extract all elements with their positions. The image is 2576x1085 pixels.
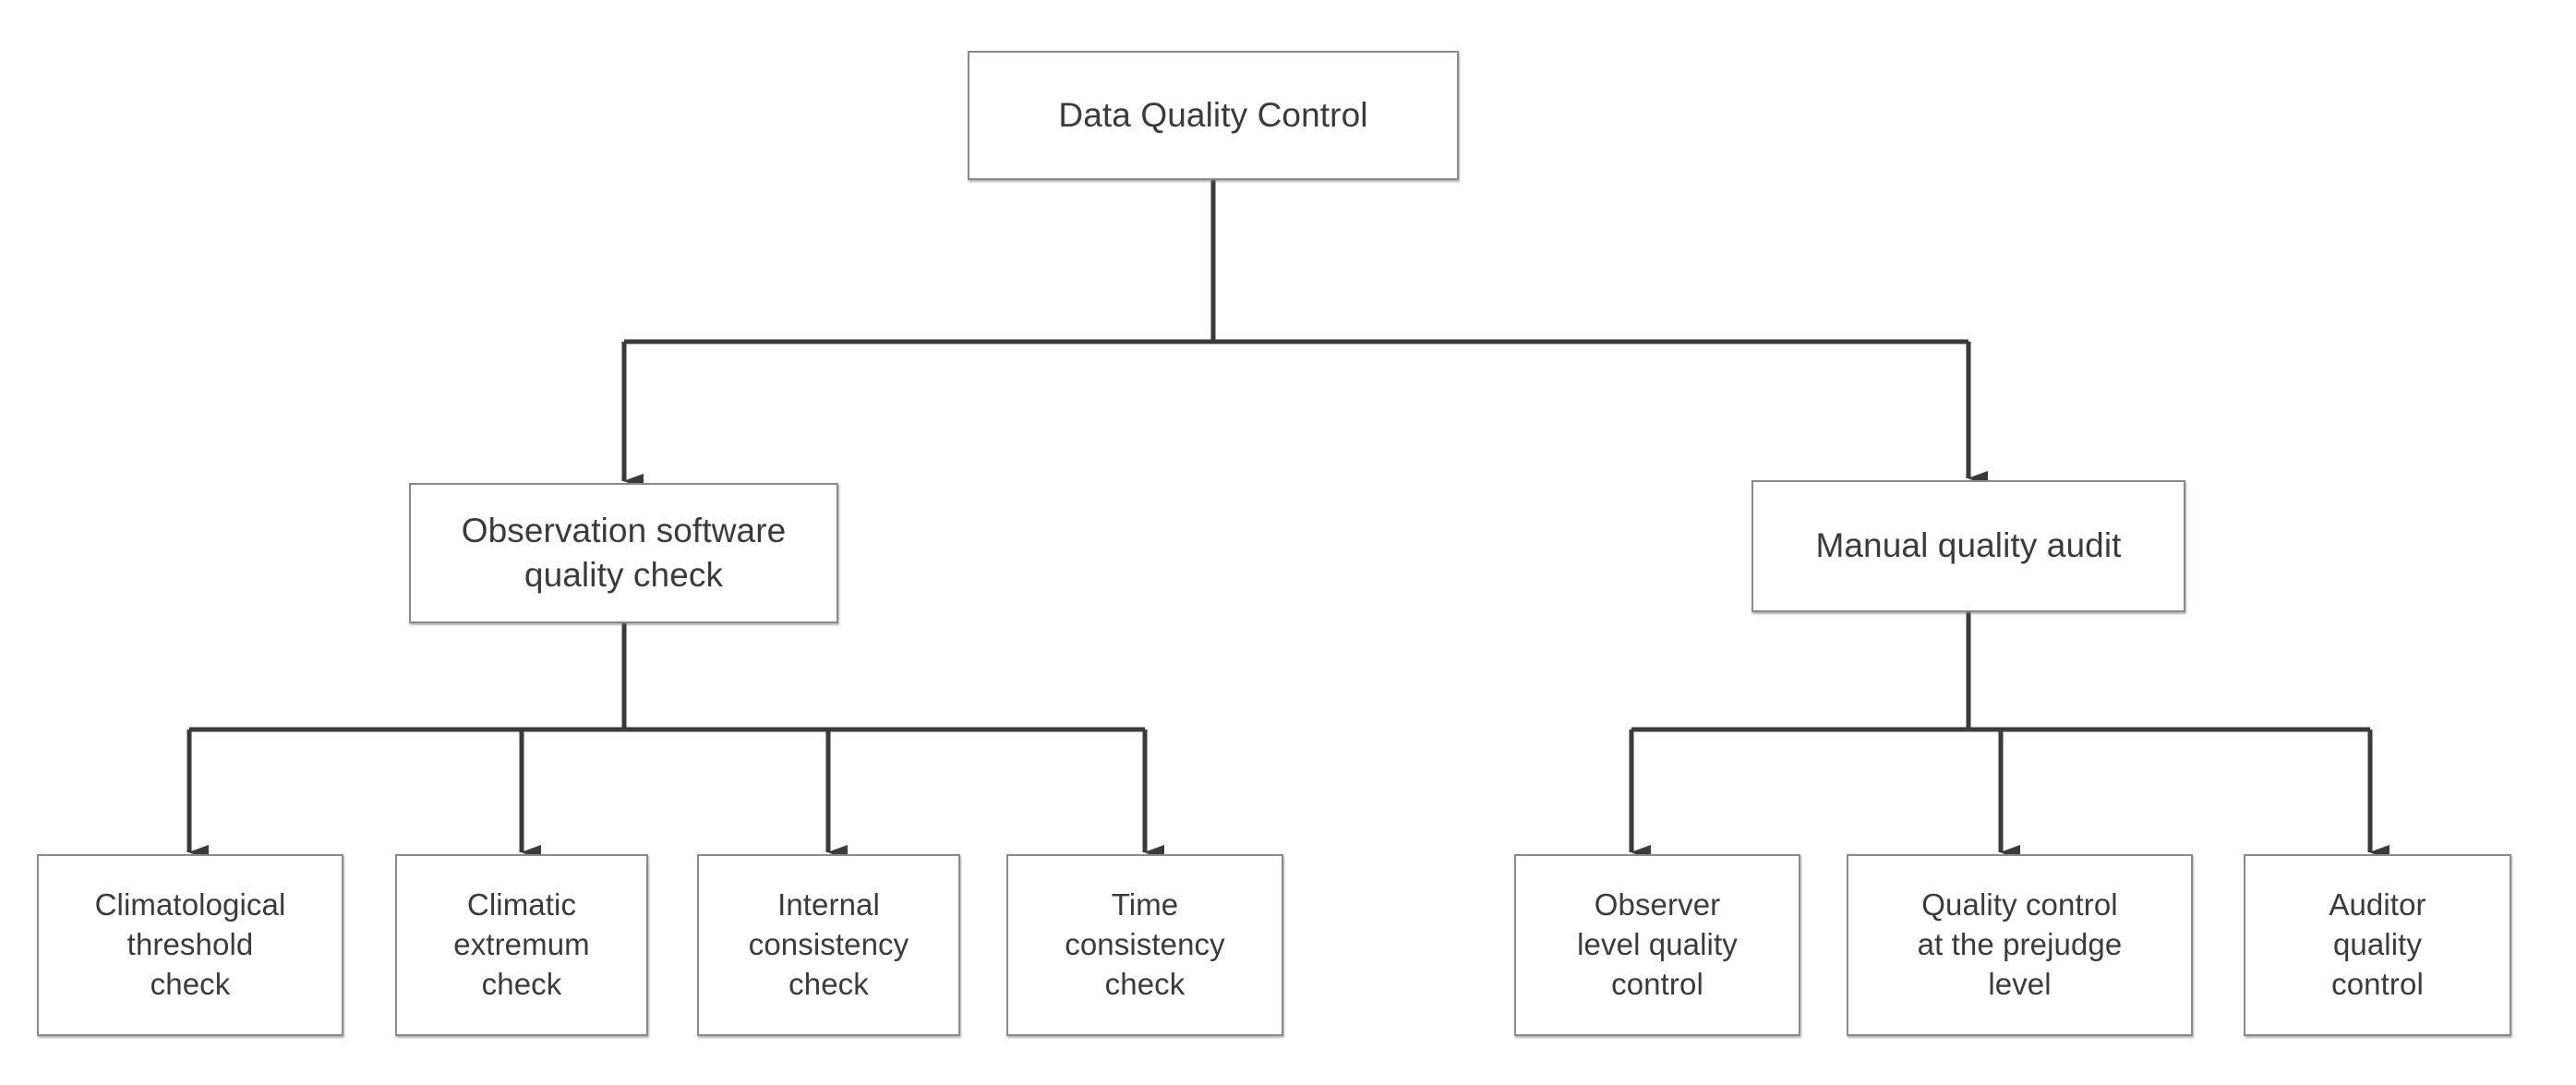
node-label: Auditor quality control <box>2329 887 2426 1001</box>
node-label: Climatological threshold check <box>94 887 286 1001</box>
node-label: Climatic extremum check <box>453 887 590 1001</box>
node-label: Internal consistency check <box>748 887 909 1001</box>
node-label: Manual quality audit <box>1815 526 2122 565</box>
node-manual-quality-audit[interactable]: Manual quality audit <box>1751 480 2185 612</box>
node-observer-level-quality-control[interactable]: Observer level quality control <box>1514 854 1800 1036</box>
node-label: Observer level quality control <box>1577 887 1738 1001</box>
node-label: Data Quality Control <box>1058 95 1368 134</box>
node-label: Time consistency check <box>1065 887 1225 1001</box>
node-time-consistency-check[interactable]: Time consistency check <box>1006 854 1283 1036</box>
node-data-quality-control[interactable]: Data Quality Control <box>968 51 1459 180</box>
node-label: Quality control at the prejudge level <box>1917 887 2123 1001</box>
node-label: Observation software quality check <box>461 511 787 594</box>
node-climatic-extremum-check[interactable]: Climatic extremum check <box>395 854 648 1036</box>
node-internal-consistency-check[interactable]: Internal consistency check <box>697 854 960 1036</box>
node-observation-software-quality-check[interactable]: Observation software quality check <box>409 483 838 623</box>
node-quality-control-at-the-prejudge-level[interactable]: Quality control at the prejudge level <box>1847 854 2193 1036</box>
node-auditor-quality-control[interactable]: Auditor quality control <box>2244 854 2511 1036</box>
node-climatological-threshold-check[interactable]: Climatological threshold check <box>37 854 343 1036</box>
